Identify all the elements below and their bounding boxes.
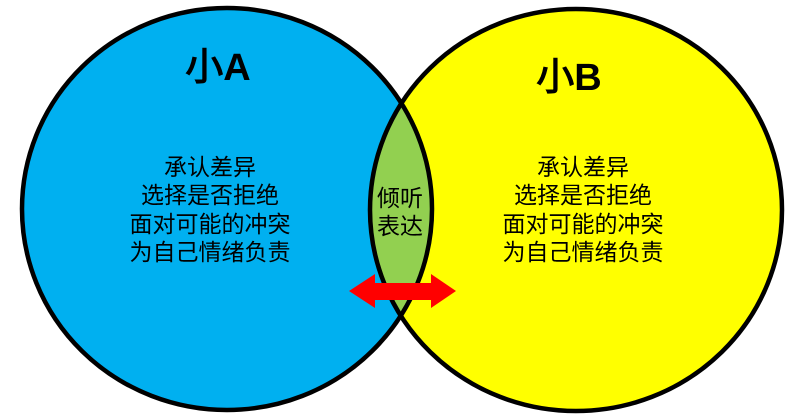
circle-b-items: 承认差异 选择是否拒绝 面对可能的冲突 为自己情绪负责	[503, 153, 664, 266]
circle-b-outline	[367, 6, 785, 414]
circle-b-item: 选择是否拒绝	[514, 182, 652, 209]
circle-a-label: 小A	[185, 47, 251, 89]
circle-a-item: 为自己情绪负责	[129, 238, 291, 265]
circle-a-shape	[22, 8, 432, 410]
intersection-items: 倾听 表达	[377, 184, 423, 240]
circle-a-item: 承认差异	[164, 154, 256, 180]
circle-a-items: 承认差异 选择是否拒绝 面对可能的冲突 为自己情绪负责	[130, 153, 291, 266]
intersection-item: 倾听	[377, 185, 423, 211]
intersection-item: 表达	[377, 213, 423, 239]
circle-b-item: 承认差异	[537, 154, 629, 180]
circle-a-outline	[19, 5, 435, 413]
circle-b-item: 为自己情绪负责	[502, 238, 664, 265]
circle-a-item: 选择是否拒绝	[141, 182, 279, 209]
double-headed-arrow-icon	[349, 274, 456, 308]
circle-a-item: 面对可能的冲突	[129, 210, 291, 237]
circle-b-shape	[370, 9, 782, 411]
circle-b-item: 面对可能的冲突	[502, 210, 664, 237]
circle-b-label: 小B	[536, 57, 602, 99]
